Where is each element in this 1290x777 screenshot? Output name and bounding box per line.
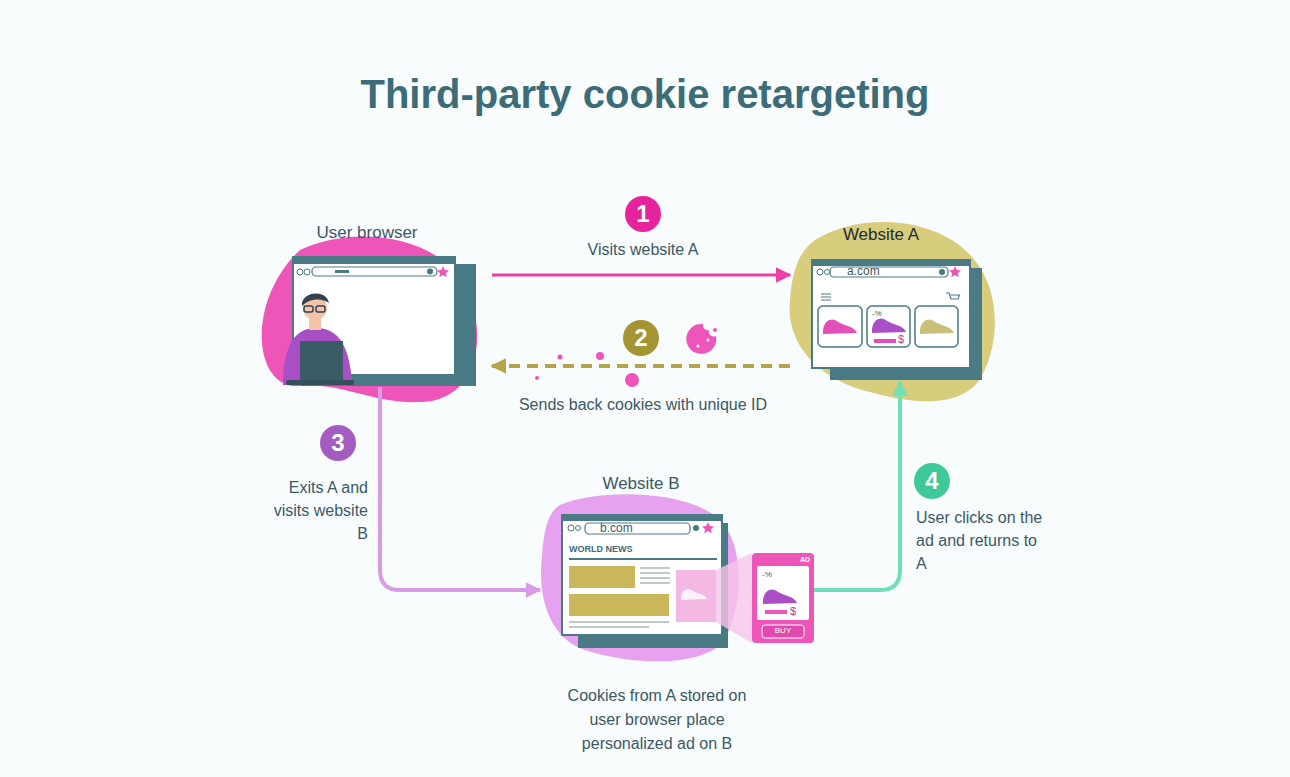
- edge-label: Exits A and visits website B: [266, 476, 368, 545]
- browser-window: [293, 257, 476, 386]
- node-text: b.com: [600, 522, 660, 536]
- edge-label: User clicks on the ad and returns to A: [916, 506, 1044, 575]
- price-tag: -%: [872, 309, 892, 318]
- node-text: BUY: [762, 626, 804, 635]
- callout-number: 3: [320, 425, 356, 461]
- website-node: User browser: [292, 222, 492, 387]
- edge-label: Sends back cookies with unique ID: [483, 393, 803, 416]
- diagram-title: Third-party cookie retargeting: [0, 72, 1290, 117]
- pink-blob: [262, 236, 477, 402]
- node-text: $: [790, 605, 804, 618]
- flow-arrow: [492, 274, 790, 277]
- node-text: -%: [762, 570, 782, 579]
- ad-card-node: AD -% $ BUY: [752, 553, 814, 643]
- website-b-window: [562, 515, 728, 648]
- flow-arrow: [380, 387, 540, 590]
- lilac-blob: [541, 494, 739, 661]
- node-text: WORLD NEWS: [569, 544, 679, 554]
- website-node: Website B b.comWORLD NEWS: [540, 470, 740, 650]
- yellow-blob: [790, 222, 995, 401]
- caption-note: Cookies from A stored on user browser pl…: [557, 684, 757, 756]
- ad-card: [752, 553, 814, 643]
- edge-label: Visits website A: [543, 238, 743, 261]
- node-text: AD: [799, 556, 811, 564]
- person: [283, 293, 354, 385]
- website-a-window: [812, 260, 982, 380]
- callout-number: 4: [914, 463, 950, 499]
- node-heading: User browser: [292, 223, 442, 243]
- flow-arrow: [492, 364, 790, 368]
- callout-number: 1: [625, 196, 661, 232]
- flow-arrow: [814, 382, 900, 590]
- callout-number: 2: [623, 320, 659, 356]
- website-node: Website A a.com: [790, 222, 980, 382]
- node-heading: Website B: [581, 474, 701, 494]
- node-text: a.com: [847, 265, 907, 279]
- node-heading: Website A: [821, 225, 941, 245]
- zoom-beam: [716, 553, 752, 643]
- price-tag: $: [898, 333, 910, 346]
